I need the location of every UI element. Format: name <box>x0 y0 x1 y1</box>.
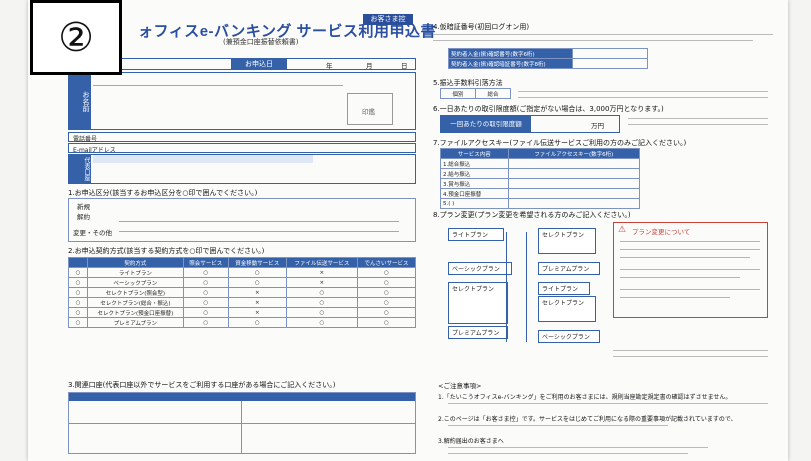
application-form-sheet: ② ォフィスe-バンキング サービス利用申込書 (兼預金口座振替依頼書) お客さ… <box>28 0 788 461</box>
table-row: ○セレクトプラン(総合・振込)○×○○ <box>68 297 417 308</box>
table-row: 5.( ) <box>440 198 641 209</box>
apply-new[interactable]: 新規 <box>77 203 90 211</box>
apply-change[interactable]: 変更・その他 <box>73 229 112 237</box>
table-row: 4.預金口座振替 <box>440 188 641 199</box>
table-row: ○ライトプラン○○×○ <box>68 267 417 278</box>
table-row: 2.給与振込 <box>440 168 641 179</box>
notes-title: <ご注意事項> <box>438 382 482 390</box>
table-row: 1.総合振込 <box>440 158 641 169</box>
section-7-heading: 7.ファイルアクセスキー(ファイル伝送サービスご利用の方のみご記入ください。) <box>433 139 687 147</box>
related-accounts-box <box>68 392 416 454</box>
fee-option-total[interactable]: 総合 <box>475 88 511 99</box>
date-year: 年 <box>326 62 333 70</box>
form-title: ォフィスe-バンキング サービス利用申込書 <box>138 23 437 40</box>
pin-table: 契約者入金(振)確認番号(数字6桁) 契約者入金(振)確認暗証番号(数字8桁) <box>448 48 648 69</box>
note-3: 3.解約届出のお客さまへ <box>438 438 504 445</box>
limit-box: 一回あたりの取引限度額 万円 <box>440 115 620 133</box>
plan-basic-to: ベーシックプラン <box>538 330 600 343</box>
apply-date-row: お申込日 年 月 日 <box>80 58 416 70</box>
name-block: お名前 印鑑 <box>68 72 416 130</box>
plan-premium-to-1: プレミアムプラン <box>538 262 600 275</box>
table-row: ○ベーシックプラン○○×○ <box>68 277 417 288</box>
section-1-heading: 1.お申込区分(該当するお申込区分を○印で囲んでください。) <box>68 189 258 197</box>
plan-select-to-2: セレクトプラン <box>538 296 596 322</box>
fee-table: 個別総合 <box>440 88 511 99</box>
form-subtitle: (兼預金口座振替依頼書) <box>223 38 299 46</box>
section-2-heading: 2.お申込契約方式(該当する契約方式を○印で囲んでください。) <box>68 247 265 255</box>
table-row: 3.賞与振込 <box>440 178 641 189</box>
fee-option-individual[interactable]: 個別 <box>440 88 476 99</box>
email-row: E-mailアドレス <box>68 143 416 154</box>
table-row: ○プレミアムプラン○○○○ <box>68 317 417 328</box>
section-5-heading: 5.振込手数料引落方法 <box>433 79 503 87</box>
section-6-heading: 6.一日あたりの取引限度額(ご指定がない場合は、3,000万円となります。) <box>433 105 664 113</box>
note-1: 1.「たいこうオフィスe-バンキング」をご利用のお客さまには、規則当座勘定規定書… <box>438 394 732 401</box>
date-day: 日 <box>401 62 408 70</box>
section-8-heading: 8.プラン変更(プラン変更を希望される方のみご記入ください。) <box>433 211 631 219</box>
apply-type-box: 新規 解約 変更・その他 <box>68 198 416 242</box>
note-2: 2.このページは「お客さま控」です。サービスをはじめてご利用になる際の重要事項が… <box>438 416 737 423</box>
page-number-badge: ② <box>30 0 122 75</box>
name-label: お名前 <box>69 73 91 129</box>
plan-light-to: ライトプラン <box>538 282 590 295</box>
customer-copy-label: お客さま控 <box>363 14 413 25</box>
date-month: 月 <box>366 62 373 70</box>
table-row: ○セレクトプラン(照会型)○×○○ <box>68 287 417 298</box>
plan-light-from: ライトプラン <box>448 228 504 241</box>
plan-change-warning: ⚠ プラン変更について <box>613 222 768 318</box>
section-4-heading: 4.仮暗証番号(初回ログオン用) <box>433 23 530 31</box>
access-key-table: サービス内容ファイルアクセスキー(数字6桁) 1.総合振込 2.給与振込 3.賞… <box>440 148 641 209</box>
section-3-heading: 3.関連口座(代表口座以外でサービスをご利用する口座がある場合にご記入ください。… <box>68 381 336 389</box>
plan-select-to-1: セレクトプラン <box>538 228 596 254</box>
seal-box: 印鑑 <box>347 93 393 125</box>
apply-cancel[interactable]: 解約 <box>77 213 90 221</box>
account-block: 代表口座 <box>68 154 416 184</box>
warning-icon: ⚠ <box>618 225 627 235</box>
plan-premium-from: プレミアムプラン <box>448 326 508 339</box>
plan-select-from: セレクトプラン <box>448 282 508 324</box>
apply-date-label: お申込日 <box>231 59 287 69</box>
table-row: ○セレクトプラン(預金口座振替)○×○○ <box>68 307 417 318</box>
plan-basic-from: ベーシックプラン <box>448 262 512 275</box>
plan-table: 契約方式 照会サービス 資金移動サービス ファイル伝送サービス でんさいサービス… <box>68 257 417 328</box>
phone-row: 電話番号 <box>68 132 416 143</box>
